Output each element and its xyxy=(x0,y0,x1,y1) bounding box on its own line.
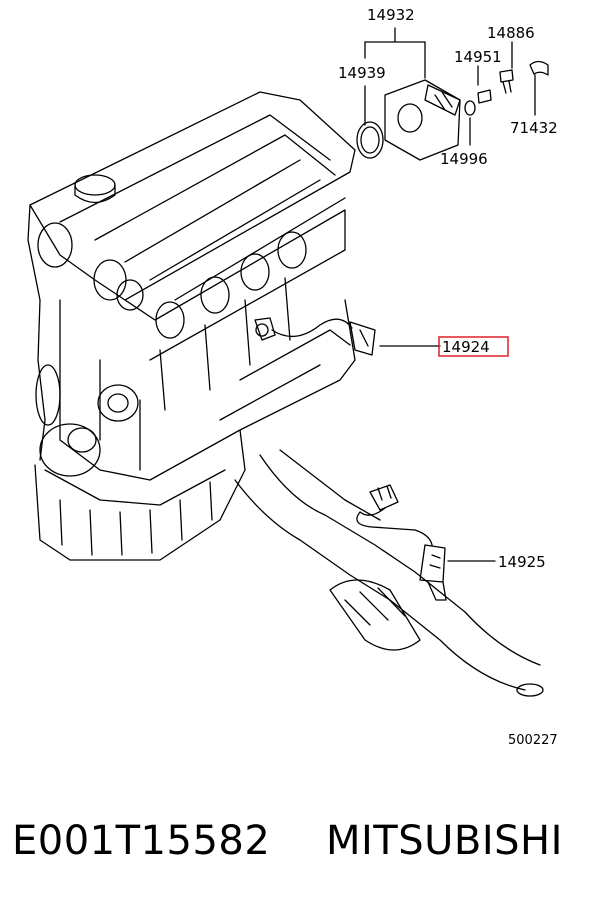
part-code: E001T15582 xyxy=(12,818,271,864)
part-label-14925[interactable]: 14925 xyxy=(498,553,546,571)
part-label-14951[interactable]: 14951 xyxy=(454,48,502,66)
engine-parts-diagram: 14932 14886 14951 14939 71432 14996 1492… xyxy=(27,6,558,748)
part-label-14932[interactable]: 14932 xyxy=(367,6,415,24)
caption: E001T15582 MITSUBISHI xyxy=(0,806,600,876)
selected-part-highlight xyxy=(438,336,509,357)
knock-sensor-illustration xyxy=(254,317,376,356)
tps-sensor-illustration xyxy=(356,60,549,161)
exhaust-pipe-illustration xyxy=(234,449,544,697)
leader-lines xyxy=(364,27,536,562)
diagram-number: 500227 xyxy=(508,733,558,748)
part-label-14886[interactable]: 14886 xyxy=(487,24,535,42)
part-label-14939[interactable]: 14939 xyxy=(338,64,386,82)
part-label-14996[interactable]: 14996 xyxy=(440,150,488,168)
part-label-14924[interactable]: 14924 xyxy=(442,338,490,356)
part-label-71432[interactable]: 71432 xyxy=(510,119,558,137)
oxygen-sensor-illustration xyxy=(356,484,447,601)
engine-illustration xyxy=(27,91,356,561)
brand-name: MITSUBISHI xyxy=(326,818,563,864)
